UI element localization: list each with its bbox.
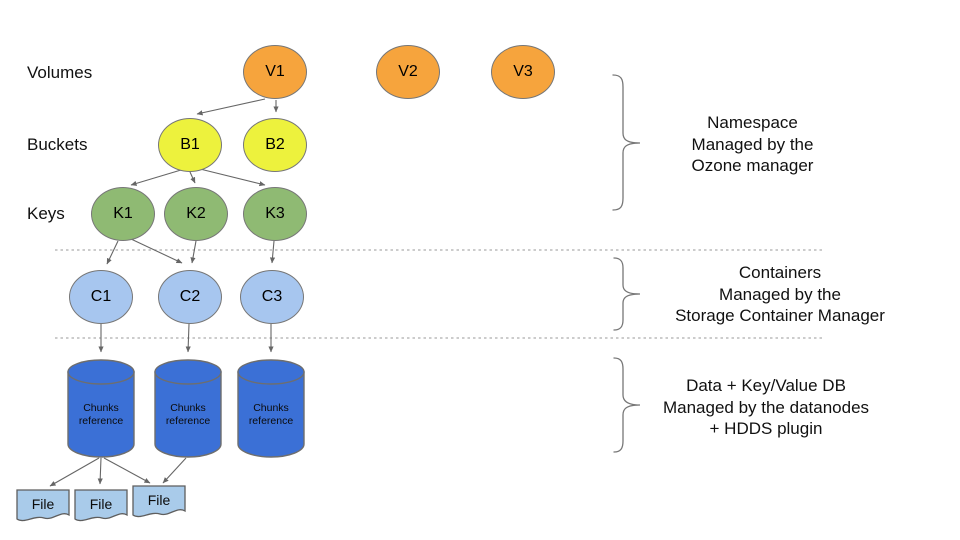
file-1-label: File: [31, 496, 55, 512]
cylinder-2-body: [154, 371, 222, 458]
file-1-shape: [16, 489, 70, 522]
file-2-label: File: [89, 496, 113, 512]
cylinder-3-top: [237, 359, 305, 385]
brace-data: [613, 357, 641, 453]
cylinder-3-body: [237, 371, 305, 458]
file-3-label: File: [147, 492, 171, 508]
arrow-k1-c2: [130, 238, 183, 264]
cylinder-1: [67, 359, 135, 458]
file-shapes: [16, 485, 186, 522]
arrow-c2-cylinder2: [185, 323, 191, 353]
datanode-cylinders: [67, 359, 305, 458]
brace-namespace: [612, 74, 641, 211]
annotation-namespace-line3: Ozone manager: [691, 156, 814, 175]
node-v1: V1: [243, 45, 307, 99]
node-k2: K2: [164, 187, 228, 241]
annotation-containers-line2: Managed by the: [719, 284, 841, 304]
arrow-cylinder1-file2: [97, 457, 103, 485]
annotation-containers-line3: Storage Container Manager: [675, 306, 885, 325]
arrow-cylinder1-file3: [103, 457, 151, 484]
node-v3: V3: [491, 45, 555, 99]
cylinder-3: [237, 359, 305, 458]
cylinder-1-top: [67, 359, 135, 385]
node-c3: C3: [240, 270, 304, 324]
dotted-separators: [55, 249, 823, 339]
cylinder-3-label: Chunks reference: [248, 402, 294, 427]
file-2-shape: [74, 489, 128, 522]
node-c2: C2: [158, 270, 222, 324]
arrow-cylinder2-file3: [162, 457, 187, 484]
arrow-cylinder1-file1: [49, 457, 100, 487]
file-3-shape: [132, 485, 186, 518]
annotation-data: Data + Key/Value DB Managed by the datan…: [641, 375, 891, 440]
arrow-b1-k3: [199, 168, 266, 187]
brace-containers: [613, 257, 641, 331]
annotation-containers-line1: Containers: [738, 263, 822, 282]
arrow-b1-k2: [189, 171, 196, 184]
cylinder-1-body: [67, 371, 135, 458]
annotation-data-line3: + HDDS plugin: [709, 419, 823, 438]
row-label-volumes: Volumes: [27, 63, 93, 82]
node-c1: C1: [69, 270, 133, 324]
annotation-data-line2: Managed by the datanodes: [662, 397, 870, 417]
annotation-namespace-line2: Managed by the: [691, 134, 814, 154]
arrow-k3-c3: [269, 240, 276, 264]
cylinder-2: [154, 359, 222, 458]
row-label-buckets: Buckets: [27, 135, 88, 154]
cylinder-2-top: [154, 359, 222, 385]
arrow-k2-c2: [190, 240, 197, 264]
row-label-keys: Keys: [27, 204, 65, 223]
node-v2: V2: [376, 45, 440, 99]
node-b1: B1: [158, 118, 222, 172]
node-k1: K1: [91, 187, 155, 241]
arrow-k1-c1: [106, 240, 119, 265]
annotation-namespace: Namespace Managed by the Ozone manager: [630, 112, 875, 177]
diagram-arrows: [49, 98, 279, 487]
arrow-v1-b1: [196, 98, 266, 116]
annotation-data-line1: Data + Key/Value DB: [686, 376, 846, 395]
annotation-containers: Containers Managed by the Storage Contai…: [640, 262, 920, 327]
node-b2: B2: [243, 118, 307, 172]
annotation-namespace-line1: Namespace: [707, 113, 798, 132]
node-k3: K3: [243, 187, 307, 241]
cylinder-1-label: Chunks reference: [78, 402, 124, 427]
annotation-braces: [612, 74, 641, 453]
cylinder-2-label: Chunks reference: [165, 402, 211, 427]
arrow-b1-k1: [130, 169, 182, 186]
